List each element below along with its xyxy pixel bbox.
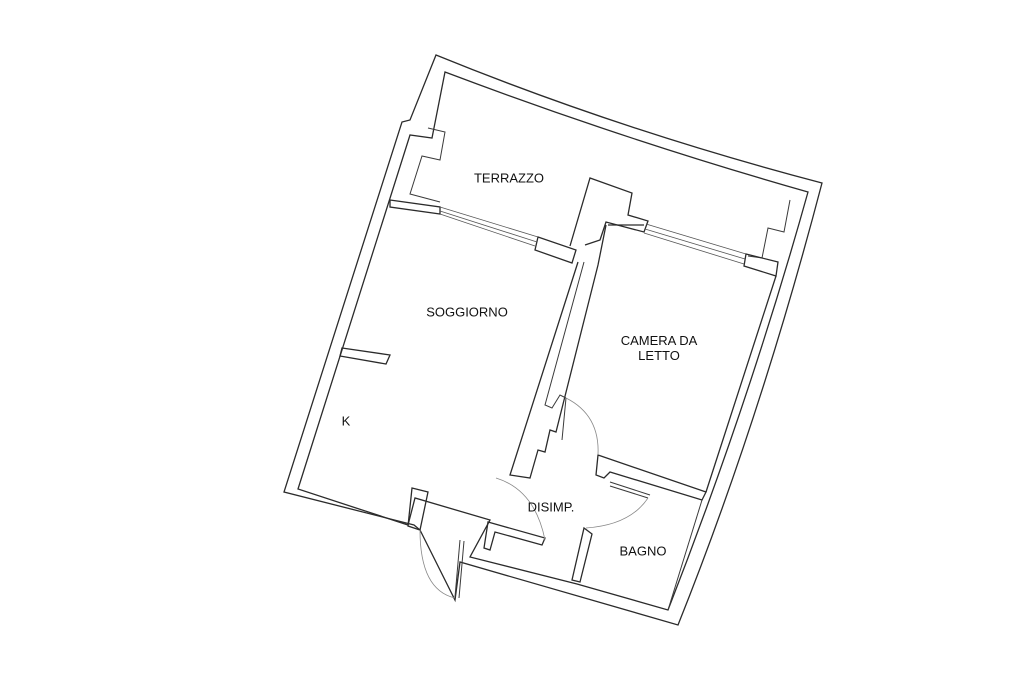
bedroom-door-leaf [561,397,567,441]
window-living-3 [439,213,536,247]
window-bedroom-2 [644,228,746,260]
room-label-bagno: BAGNO [619,543,667,559]
bedroom-door-swing [565,397,599,456]
bathroom-inner-right [667,499,703,611]
room-label-terrazzo: TERRAZZO [473,170,545,186]
central-pier [569,177,649,247]
bathroom-door-leaf-2 [609,485,649,499]
bathroom-door-leaf [609,481,651,496]
kitchen-stub-wall [339,347,391,365]
entry-door-leaf-2 [458,540,465,599]
terrace-step-left [409,127,446,203]
window-living-2 [439,210,538,243]
bathroom-left-wall [571,526,593,583]
disimp-door-swing [495,477,546,541]
entry-door-swing [419,529,456,599]
window-bedroom-3 [643,232,745,265]
partition-living-bedroom-inner [544,261,585,409]
outer-wall [283,54,823,626]
room-label-disimpegno: DISIMP. [527,499,575,515]
wall-terrace-living [389,199,441,215]
bathroom-top-wall [595,454,707,501]
room-label-camera-da-letto: CAMERA DA LETTO [620,333,698,363]
partition-living-bedroom [509,224,607,479]
entry-door-leaf [454,539,461,598]
window-living-1 [439,206,539,238]
room-label-soggiorno: SOGGIORNO [426,304,508,320]
wall-bedroom-right [743,253,779,277]
window-bedroom-1 [645,223,747,255]
disimp-lower-wall [483,521,546,551]
terrace-step-right [747,199,791,259]
room-label-kitchen: K [341,413,351,429]
bedroom-right-wall [705,275,777,493]
bathroom-door-swing [585,497,649,529]
wall-terrace-living-2 [534,236,577,264]
